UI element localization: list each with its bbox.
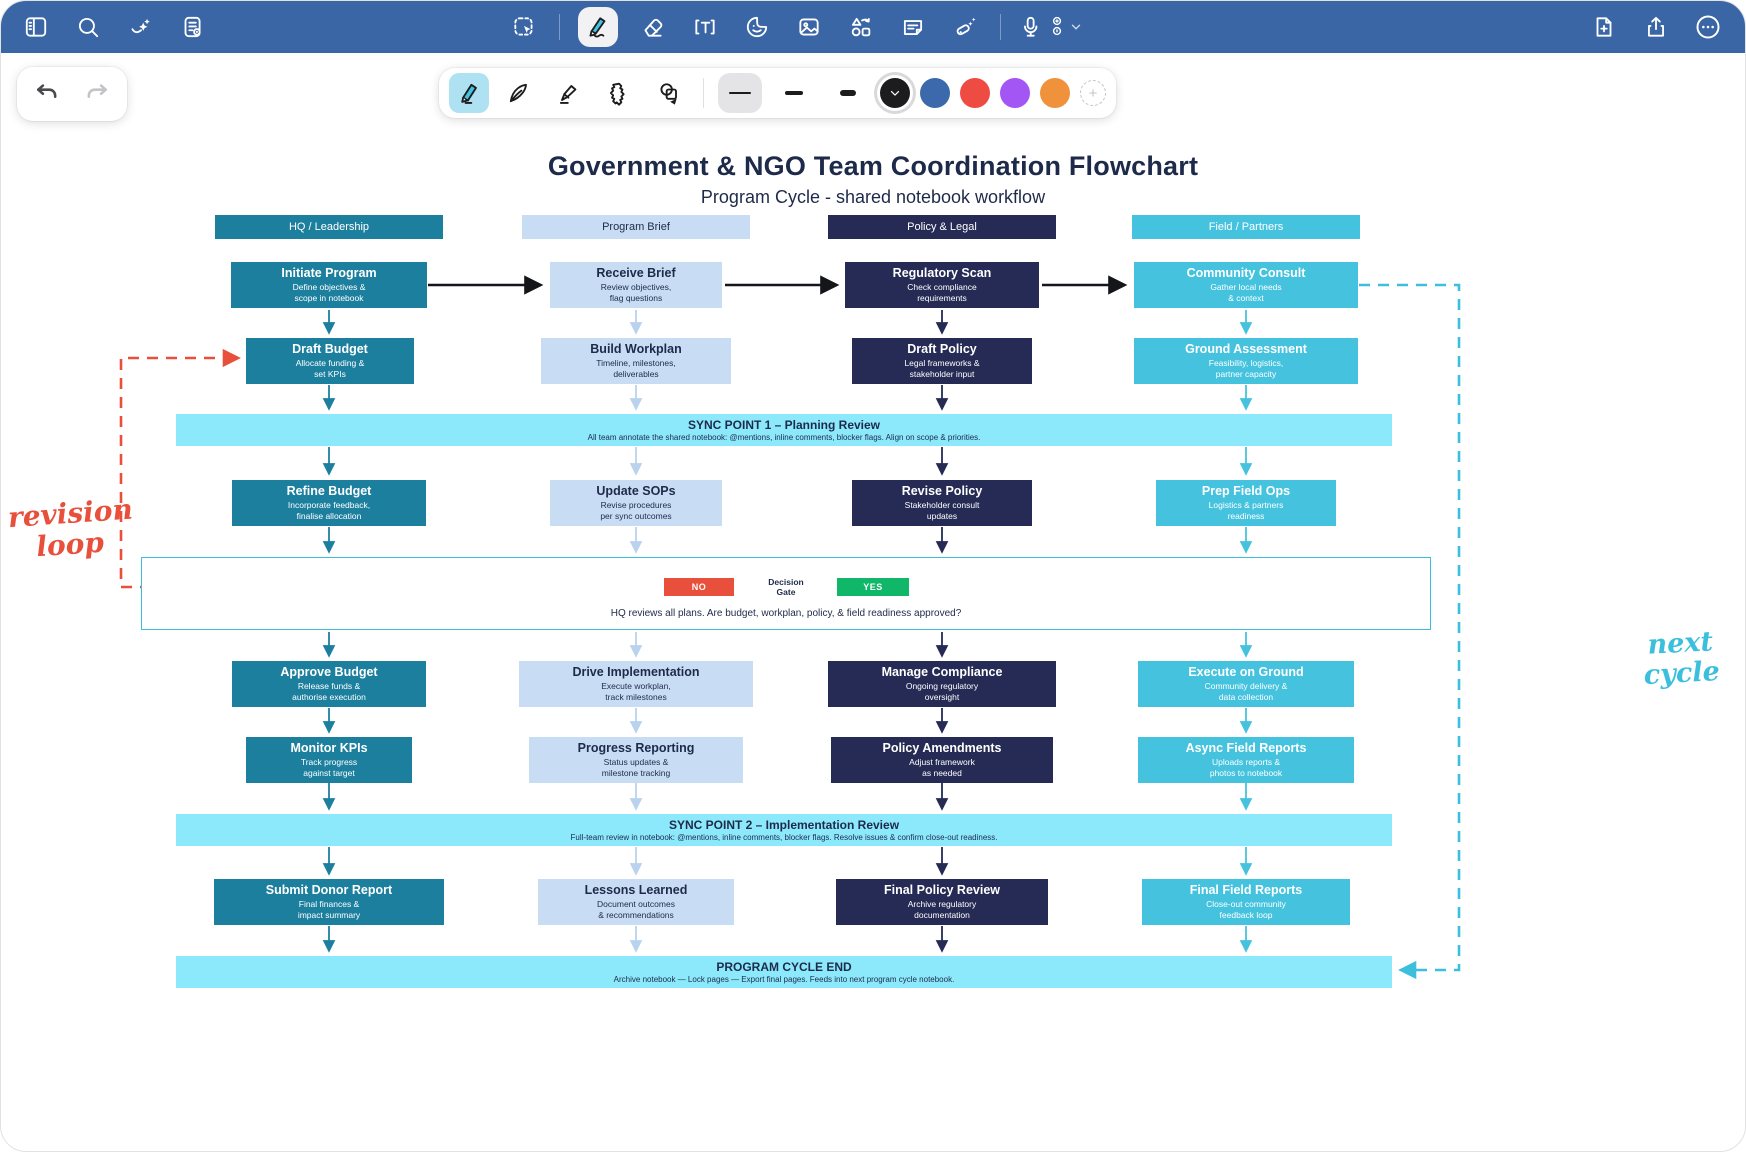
column-header-brief[interactable]: Program Brief <box>522 215 750 239</box>
color-red-swatch[interactable] <box>960 78 990 108</box>
flowchart-title[interactable]: Government & NGO Team Coordination Flowc… <box>547 151 1199 181</box>
stroke-thick-button[interactable] <box>826 73 870 113</box>
search-icon[interactable] <box>71 10 105 44</box>
add-color-button[interactable]: + <box>1080 80 1106 106</box>
shape-pen-icon[interactable] <box>599 73 639 113</box>
pen-toolbar-divider <box>703 78 704 108</box>
color-blue-swatch[interactable] <box>920 78 950 108</box>
column-header-policy[interactable]: Policy & Legal <box>828 215 1056 239</box>
pen-toolbar: + <box>439 68 1116 118</box>
redo-button[interactable] <box>83 78 111 111</box>
undo-redo-pill <box>17 67 127 121</box>
sidebar-icon[interactable] <box>19 10 53 44</box>
toolbar-divider <box>1000 14 1001 40</box>
flowchart-subtitle[interactable]: Program Cycle - shared notebook workflow <box>700 187 1046 207</box>
lasso-select-icon[interactable] <box>507 10 541 44</box>
record-audio-control[interactable] <box>1019 14 1083 40</box>
add-page-icon[interactable] <box>1587 10 1621 44</box>
color-black-swatch[interactable] <box>880 78 910 108</box>
share-icon[interactable] <box>1639 10 1673 44</box>
stroke-thin-button[interactable] <box>718 73 762 113</box>
column-header-field[interactable]: Field / Partners <box>1132 215 1360 239</box>
fountain-pen-icon[interactable] <box>499 73 539 113</box>
color-purple-swatch[interactable] <box>1000 78 1030 108</box>
sync-point-1-banner[interactable]: SYNC POINT 1 – Planning Review All team … <box>176 414 1392 446</box>
text-tool-icon[interactable] <box>688 10 722 44</box>
revision-loop-annotation[interactable]: revision loop <box>6 492 134 564</box>
document-view-icon[interactable] <box>175 10 209 44</box>
shapes-icon[interactable] <box>844 10 878 44</box>
highlighter-icon[interactable] <box>549 73 589 113</box>
color-orange-swatch[interactable] <box>1040 78 1070 108</box>
column-header-hq[interactable]: HQ / Leadership <box>215 215 443 239</box>
stroke-medium-button[interactable] <box>772 73 816 113</box>
decision-yes-box[interactable]: YES <box>837 578 909 596</box>
mic-icon <box>1024 16 1038 37</box>
decision-gate-section[interactable] <box>141 557 1431 630</box>
more-icon[interactable] <box>1691 10 1725 44</box>
eraser-icon[interactable] <box>636 10 670 44</box>
chevron-down-icon <box>1071 24 1081 30</box>
image-icon[interactable] <box>792 10 826 44</box>
pen-tool-option[interactable] <box>449 73 489 113</box>
next-cycle-annotation[interactable]: next cycle <box>1642 626 1721 691</box>
note-card-icon[interactable] <box>896 10 930 44</box>
toolbar-divider <box>559 14 560 40</box>
decision-no-box[interactable]: NO <box>664 578 734 596</box>
shape-recognition-icon[interactable] <box>649 73 689 113</box>
sticker-icon[interactable] <box>740 10 774 44</box>
sync-point-2-banner[interactable]: SYNC POINT 2 – Implementation Review Ful… <box>176 814 1392 846</box>
decision-diamond-label: Decision Gate <box>768 576 804 597</box>
decision-question: HQ reviews all plans. Are budget, workpl… <box>610 608 962 619</box>
undo-button[interactable] <box>33 78 61 111</box>
mic-badges-icon <box>1052 16 1062 36</box>
top-toolbar <box>1 1 1745 53</box>
program-cycle-end-banner[interactable]: PROGRAM CYCLE END Archive notebook — Loc… <box>176 956 1392 988</box>
laser-pointer-icon[interactable] <box>948 10 982 44</box>
pen-tool[interactable] <box>578 7 618 47</box>
ai-sparkle-icon[interactable] <box>123 10 157 44</box>
